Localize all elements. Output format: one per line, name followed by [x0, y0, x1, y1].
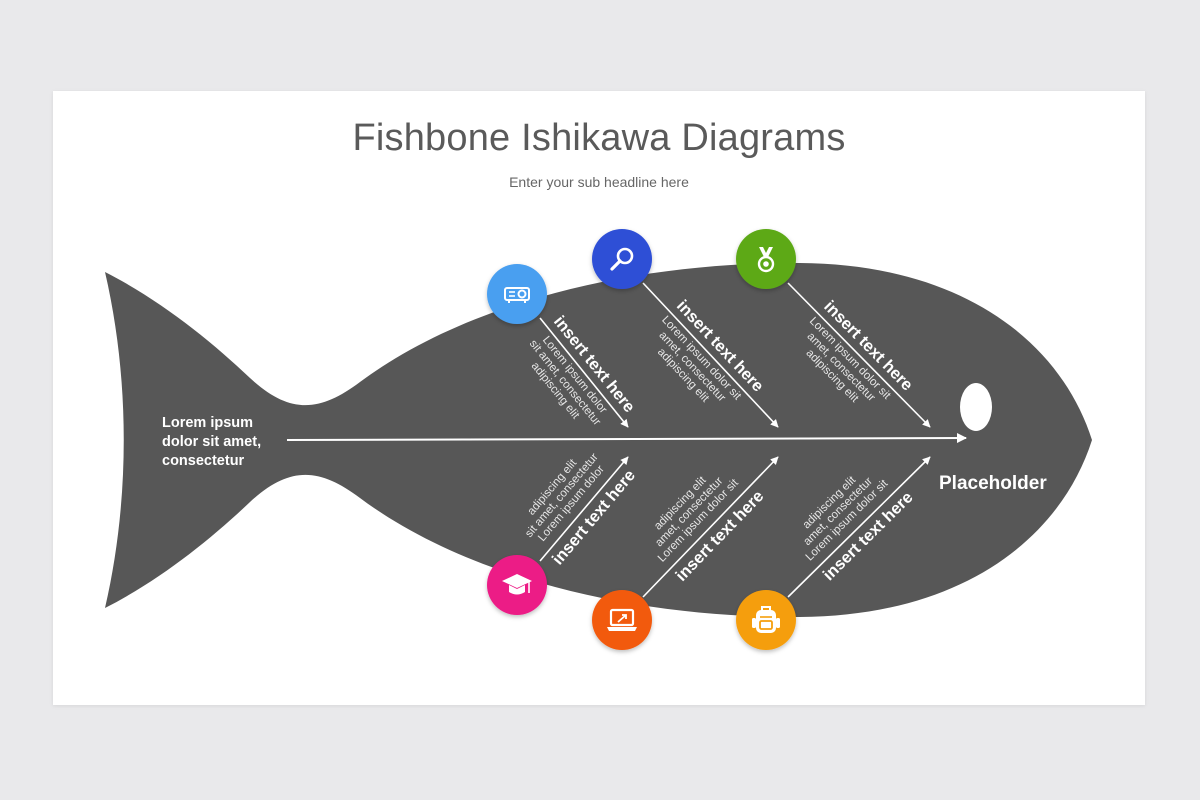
- fishbone-diagram: Lorem ipsum dolor sit amet, consectetur …: [105, 229, 1092, 650]
- spine-arrow: [286, 433, 967, 444]
- fish-eye: [960, 383, 992, 431]
- tail-label-line: consectetur: [162, 453, 245, 469]
- projector-icon: [487, 264, 547, 324]
- icon-circle: [487, 264, 547, 324]
- icon-circle: [592, 590, 652, 650]
- page-title: Fishbone Ishikawa Diagrams: [352, 117, 846, 159]
- bone-arrow: [787, 456, 931, 598]
- slide: Fishbone Ishikawa Diagrams Enter your su…: [53, 91, 1145, 705]
- tail-label-line: dolor sit amet,: [162, 434, 261, 450]
- backpack-icon: [736, 590, 796, 650]
- graduation-cap-icon: [487, 555, 547, 615]
- laptop-icon: [592, 590, 652, 650]
- page-subtitle: Enter your sub headline here: [509, 174, 689, 190]
- bone-arrow: [787, 282, 931, 428]
- tail-label-line: Lorem ipsum: [162, 415, 253, 431]
- bone-arrow: [539, 317, 629, 428]
- icon-circle: [736, 229, 796, 289]
- tail-label: Lorem ipsum dolor sit amet, consectetur: [162, 415, 265, 469]
- medal-icon: [736, 229, 796, 289]
- bone-arrow: [642, 282, 779, 428]
- magnifier-icon: [592, 229, 652, 289]
- head-label: Placeholder: [939, 473, 1047, 494]
- bone-arrow: [642, 456, 779, 598]
- icon-circle: [592, 229, 652, 289]
- bone-arrow: [539, 456, 629, 562]
